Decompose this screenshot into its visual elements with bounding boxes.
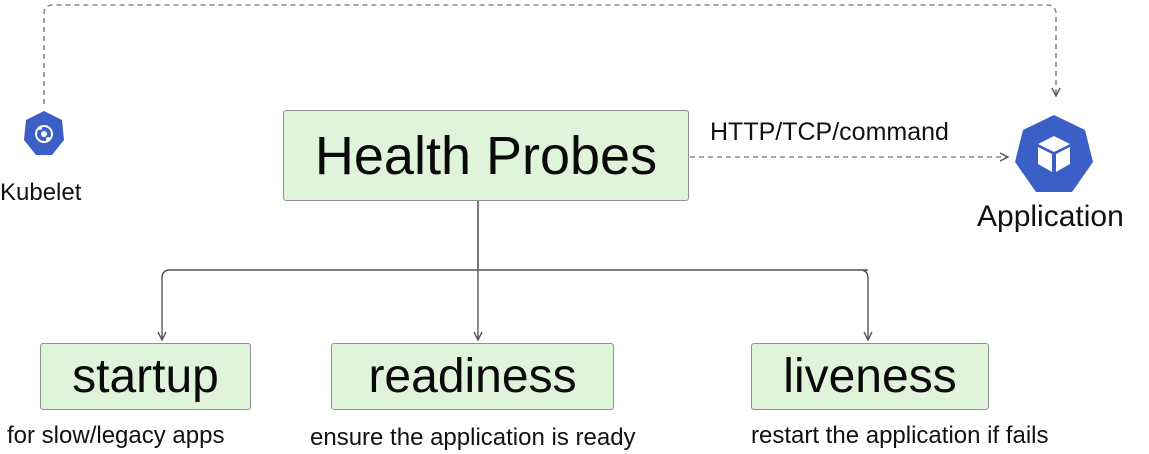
kubelet-to-application-dashed-arrow <box>43 4 1056 104</box>
kubelet-label: Kubelet <box>0 179 82 206</box>
startup-probe-node: startup <box>40 343 251 410</box>
health-probes-node: Health Probes <box>283 110 689 201</box>
liveness-probe-caption: restart the application if fails <box>751 422 1049 449</box>
kubelet-icon <box>24 111 64 155</box>
liveness-probe-node: liveness <box>751 343 989 410</box>
application-cube-icon <box>1015 115 1093 192</box>
startup-probe-caption: for slow/legacy apps <box>7 422 225 449</box>
branch-bar-connector <box>161 269 869 279</box>
readiness-probe-caption: ensure the application is ready <box>310 424 636 451</box>
application-label: Application <box>977 200 1124 233</box>
readiness-probe-node: readiness <box>331 343 614 410</box>
probe-protocol-label: HTTP/TCP/command <box>710 118 949 146</box>
